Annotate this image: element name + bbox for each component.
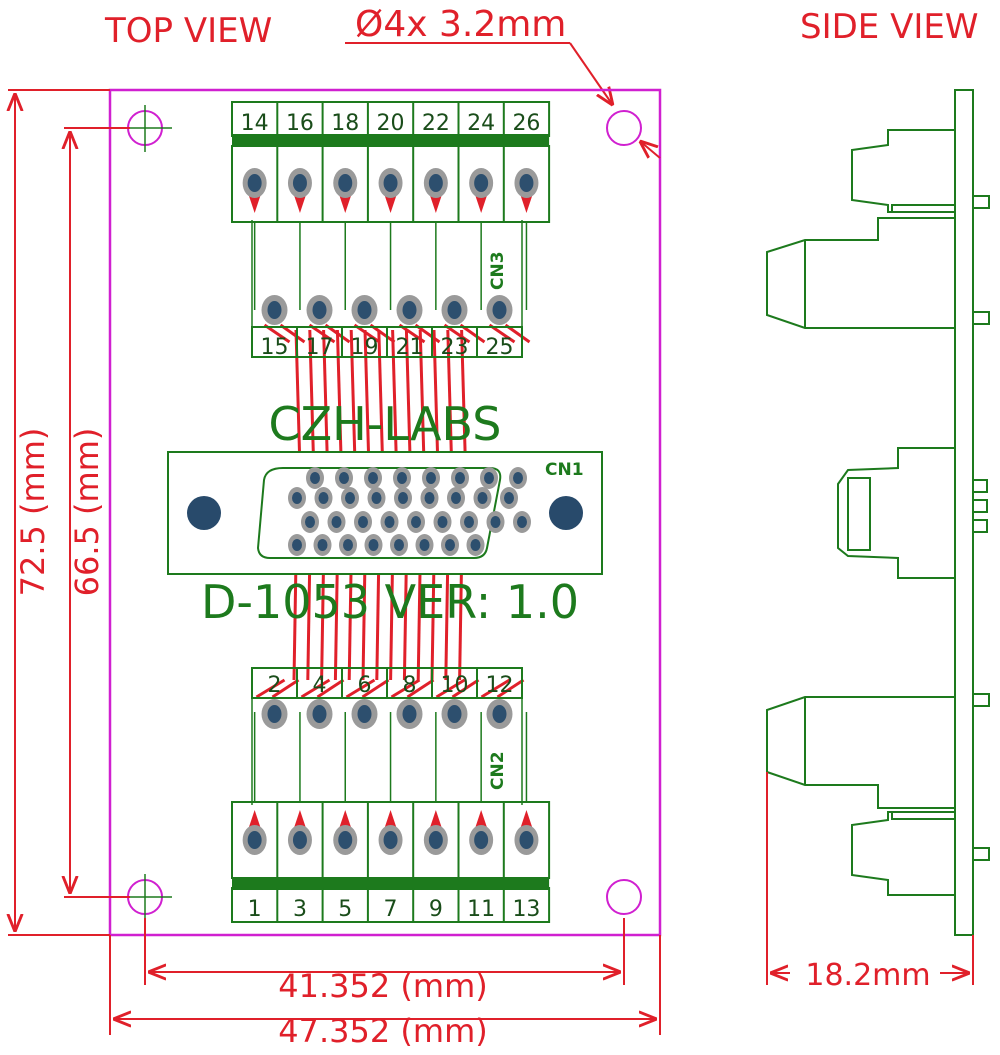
pin-label: 26: [512, 111, 540, 136]
trace-top-bundle: [377, 329, 385, 471]
dim-label-width-inner: 41.352 (mm): [278, 967, 487, 1005]
dim-label-height-outer: 72.5 (mm): [14, 428, 52, 597]
pin-label: 5: [338, 897, 352, 922]
brand-label: CZH-LABS: [269, 397, 502, 451]
top-screw-terminal-block: 14 16 18 20 22 24 26: [231, 101, 551, 223]
connector-screw-right: [549, 496, 583, 530]
pin-label: 8: [403, 673, 417, 698]
pin-label: 12: [486, 673, 514, 698]
pin-label: 3: [293, 897, 307, 922]
trace-bottom-bundle: [333, 559, 339, 681]
pin-label: 18: [331, 111, 359, 136]
trace-top-bundle: [363, 329, 371, 471]
top-pin-header: 15 17 19 21 23 25: [251, 220, 523, 360]
pin-label: 9: [429, 897, 443, 922]
trace-header-diag: [316, 678, 345, 699]
pin-label: 7: [384, 897, 398, 922]
trace-bottom-bundle: [375, 559, 381, 681]
trace-bottom-bundle: [402, 559, 408, 681]
trace-bottom-bundle: [444, 559, 450, 681]
pin-label: 20: [377, 111, 405, 136]
pin-label: 11: [467, 897, 495, 922]
pin-label: 21: [396, 335, 424, 360]
version-label: D-1053 VER: 1.0: [201, 575, 579, 629]
trace-bottom-bundle: [458, 559, 464, 681]
cn3-label: CN3: [488, 251, 508, 290]
trace-header-diag: [390, 678, 421, 699]
trace-header-diag: [451, 678, 480, 699]
hole-spec-arrow-right: [641, 142, 661, 159]
pin-label: 17: [306, 335, 334, 360]
hole-spec-label: Ø4x 3.2mm: [355, 4, 566, 45]
trace-header-diag: [496, 678, 525, 699]
side-top-screw-terminal: [851, 129, 956, 213]
pin-label: 22: [422, 111, 450, 136]
pin-label: 15: [261, 335, 289, 360]
side-dim-label: 18.2mm: [805, 958, 930, 993]
trace-top-bundle: [391, 329, 399, 471]
mounting-hole-bottom-right: [606, 879, 642, 915]
connector-screw-left: [187, 496, 221, 530]
pin-label: 4: [313, 673, 327, 698]
bottom-pin-header: 2 4 6 8 10 12: [251, 667, 523, 805]
cn1-label: CN1: [545, 460, 584, 480]
trace-top-bundle: [322, 329, 330, 471]
trace-top-bundle: [446, 329, 454, 471]
top-view-title: TOP VIEW: [104, 11, 272, 51]
trace-header-diag: [271, 678, 300, 699]
trace-top-bundle: [308, 329, 316, 471]
trace-top-bundle: [432, 329, 440, 471]
trace-top-bundle: [460, 329, 468, 471]
pin-label: 13: [512, 897, 540, 922]
side-bottom-header: [766, 696, 956, 809]
trace-header-diag: [480, 678, 511, 699]
side-top-header: [766, 217, 956, 329]
dim-label-height-inner: 66.5 (mm): [68, 428, 106, 597]
trace-bottom-bundle: [292, 559, 298, 681]
pin-label: 1: [248, 897, 262, 922]
pin-label: 6: [358, 673, 372, 698]
side-view-title: SIDE VIEW: [800, 7, 978, 47]
trace-top-bundle: [418, 329, 426, 471]
trace-header-diag: [435, 678, 466, 699]
trace-bottom-bundle: [306, 559, 312, 681]
pin-label: 2: [268, 673, 282, 698]
trace-header-diag: [255, 678, 286, 699]
trace-bottom-bundle: [430, 559, 436, 681]
pin-label: 10: [441, 673, 469, 698]
pin-label: 23: [441, 335, 469, 360]
mounting-hole-top-right: [606, 110, 642, 146]
side-view-drawing: [766, 89, 990, 936]
db26-connector-cn1: [167, 451, 603, 575]
trace-bottom-bundle: [347, 559, 353, 681]
trace-bottom-bundle: [389, 559, 395, 681]
trace-bottom-bundle: [320, 559, 326, 681]
trace-top-bundle: [349, 329, 357, 471]
trace-bottom-bundle: [416, 559, 422, 681]
side-pcb: [954, 89, 974, 936]
pin-label: 19: [351, 335, 379, 360]
trace-bottom-bundle: [361, 559, 367, 681]
trace-header-diag: [361, 678, 390, 699]
pin-label: 16: [286, 111, 314, 136]
pin-label: 14: [241, 111, 269, 136]
trace-header-diag: [300, 678, 331, 699]
side-bottom-screw-terminal: [851, 811, 956, 896]
hole-spec-leader: [569, 42, 612, 104]
pin-label: 24: [467, 111, 495, 136]
trace-header-diag: [345, 678, 376, 699]
trace-header-diag: [406, 678, 435, 699]
dim-label-width-outer: 47.352 (mm): [278, 1012, 487, 1050]
cn2-label: CN2: [488, 751, 508, 790]
pin-label: 25: [486, 335, 514, 360]
trace-top-bundle: [404, 329, 412, 471]
trace-top-bundle: [335, 329, 343, 471]
board-outline: [108, 88, 662, 937]
